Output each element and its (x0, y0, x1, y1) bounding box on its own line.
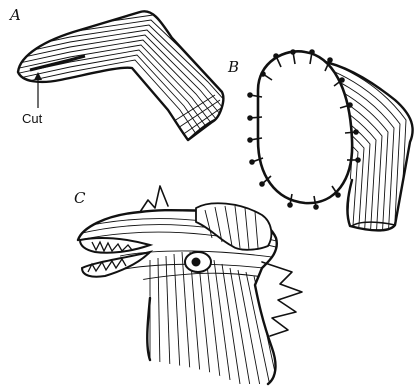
eye-pupil (192, 258, 201, 267)
upper-jaw (80, 238, 150, 253)
label-a: A (8, 6, 21, 24)
side-spikes (262, 262, 302, 336)
sock-b (248, 50, 413, 240)
label-cut: Cut (22, 111, 43, 126)
oval-fabric-piece (258, 51, 352, 203)
sock-a (15, 0, 260, 146)
cut-line (30, 56, 85, 70)
sock-c-puppet (70, 186, 302, 386)
label-b: B (227, 58, 239, 76)
label-c: C (74, 189, 86, 207)
